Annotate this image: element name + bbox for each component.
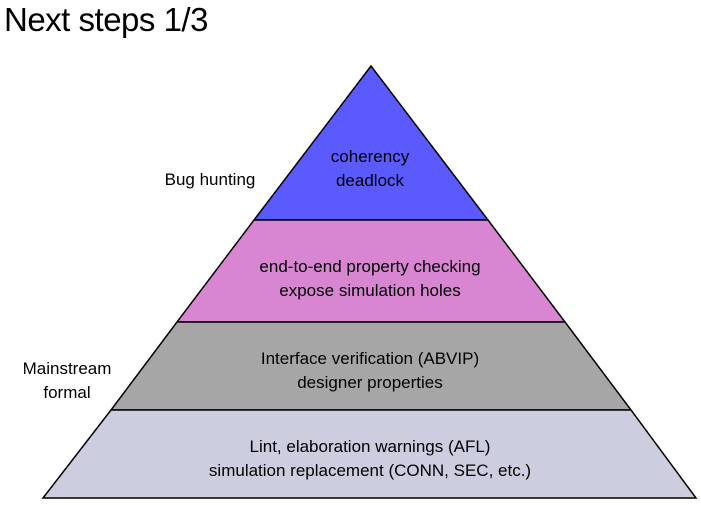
tier-text-line: designer properties bbox=[297, 373, 443, 392]
tier-text-line: Lint, elaboration warnings (AFL) bbox=[249, 437, 491, 456]
tier-text-line: end-to-end property checking bbox=[259, 257, 481, 276]
tier-text-line: coherency bbox=[330, 147, 410, 166]
tier-text-line: simulation replacement (CONN, SEC, etc.) bbox=[208, 461, 532, 480]
tier-base-text: Lint, elaboration warnings (AFL) simulat… bbox=[209, 435, 531, 483]
tier-2-text: end-to-end property checking expose simu… bbox=[259, 255, 480, 303]
tier-top-text: coherency deadlock bbox=[331, 145, 409, 193]
mainstream-label-line2: formal bbox=[43, 383, 91, 402]
tier-text-line: Interface verification (ABVIP) bbox=[260, 349, 480, 368]
pyramid-tier-top bbox=[252, 64, 490, 221]
bug-hunting-label: Bug hunting bbox=[164, 170, 256, 189]
tier-text-line: deadlock bbox=[335, 171, 405, 190]
slide-title: Next steps 1/3 bbox=[4, 1, 208, 38]
mainstream-label-line1: Mainstream bbox=[22, 359, 112, 378]
tier-text-line: expose simulation holes bbox=[279, 281, 461, 300]
pyramid-tier-base bbox=[41, 409, 698, 499]
mainstream-formal-label: Mainstream formal bbox=[8, 357, 126, 405]
tier-3-text: Interface verification (ABVIP) designer … bbox=[261, 347, 479, 395]
